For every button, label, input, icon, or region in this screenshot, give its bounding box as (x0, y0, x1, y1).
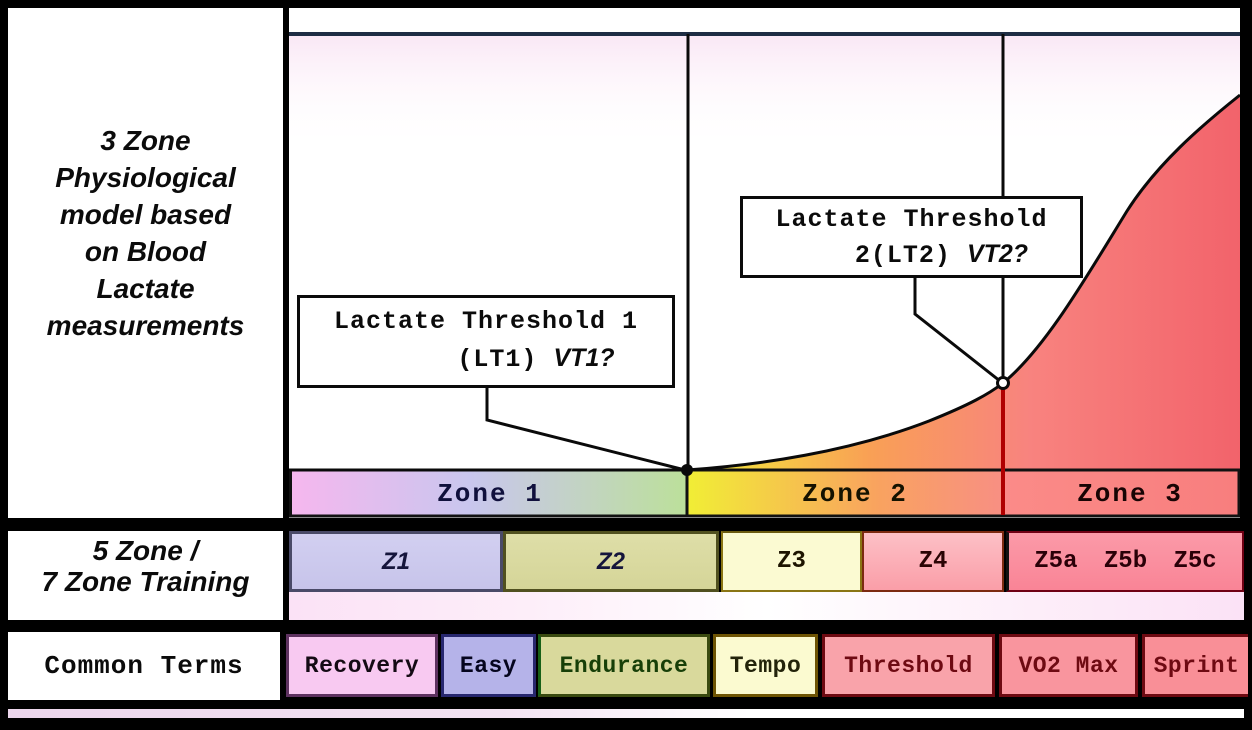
lt1-callout-line1: Lactate Threshold 1 (333, 307, 639, 336)
title-line: Lactate (96, 273, 195, 304)
lt1-abbrev: (LT1) (457, 345, 538, 374)
lt2-callout-line1: Lactate Threshold (775, 205, 1048, 234)
training-zone-z3: Z3 (721, 531, 862, 592)
zone2-label: Zone 2 (802, 479, 908, 509)
term-tempo: Tempo (713, 634, 818, 697)
zone2-band (685, 468, 1005, 518)
z1-label: Z1 (381, 547, 410, 575)
zone1-band (289, 468, 689, 518)
zone1-label: Zone 1 (437, 479, 543, 509)
zone3-band (1001, 468, 1240, 518)
training-zone-z4: Z4 (862, 531, 1004, 592)
training-zone-z1: Z1 (289, 531, 503, 592)
training-zone-z2: Z2 (503, 531, 719, 592)
three-zone-model-title: 3 Zone Physiological model based on Bloo… (47, 122, 245, 344)
lt2-pointer-line (913, 278, 1001, 383)
lt2-marker-dot (996, 376, 1010, 390)
common-terms-label: Common Terms (44, 651, 244, 681)
z4-label: Z4 (918, 548, 948, 575)
chart-top-tint (289, 35, 1240, 150)
common-terms-label-panel: Common Terms (8, 632, 280, 700)
lactate-curve-svg: Zone 1 Zone 2 Zone 3 (289, 32, 1240, 518)
lt1-pointer-line (485, 388, 686, 472)
left-description-panel: 3 Zone Physiological model based on Bloo… (8, 8, 283, 518)
lt1-callout-line2: (LT1) VT1? (300, 340, 672, 378)
term-threshold: Threshold (822, 634, 995, 697)
training-zone-z5: Z5a Z5b Z5c (1006, 531, 1244, 592)
z5-label: Z5a Z5b Z5c (1034, 548, 1217, 575)
title-line: model based (59, 199, 232, 230)
term-vo2max: VO2 Max (999, 634, 1138, 697)
title-line: 3 Zone (100, 125, 191, 156)
title-line: measurements (46, 310, 245, 341)
training-row-label-panel: 5 Zone / 7 Zone Training (8, 531, 283, 620)
lt1-callout-box: Lactate Threshold 1 (LT1) VT1? (297, 295, 675, 388)
term-recovery: Recovery (286, 634, 438, 697)
lactate-curve-chart: Zone 1 Zone 2 Zone 3 Lactate Threshold 1… (289, 8, 1240, 518)
training-row-label-line2: 7 Zone Training (41, 566, 250, 597)
z3-label: Z3 (777, 548, 806, 575)
lt2-abbrev: 2(LT2) (854, 241, 951, 270)
lt1-marker-dot (681, 464, 693, 476)
training-row-label-line1: 5 Zone / (92, 535, 199, 566)
zone3-label: Zone 3 (1077, 479, 1183, 509)
term-endurance: Endurance (538, 634, 710, 697)
lt2-vt-label: VT2? (966, 240, 1029, 268)
term-easy: Easy (441, 634, 536, 697)
lt2-callout-box: Lactate Threshold 2(LT2) VT2? (740, 196, 1083, 278)
z2-label: Z2 (596, 547, 625, 575)
title-line: on Blood (84, 236, 207, 267)
title-line: Physiological (55, 162, 236, 193)
lt1-vt-label: VT1? (553, 344, 615, 372)
term-sprint: Sprint (1142, 634, 1248, 697)
lactate-curve-fill (687, 95, 1240, 470)
bottom-divider-strip (8, 709, 1244, 718)
lt2-callout-line2: 2(LT2) VT2? (743, 237, 1080, 273)
training-row-bottom-strip (289, 592, 1244, 620)
